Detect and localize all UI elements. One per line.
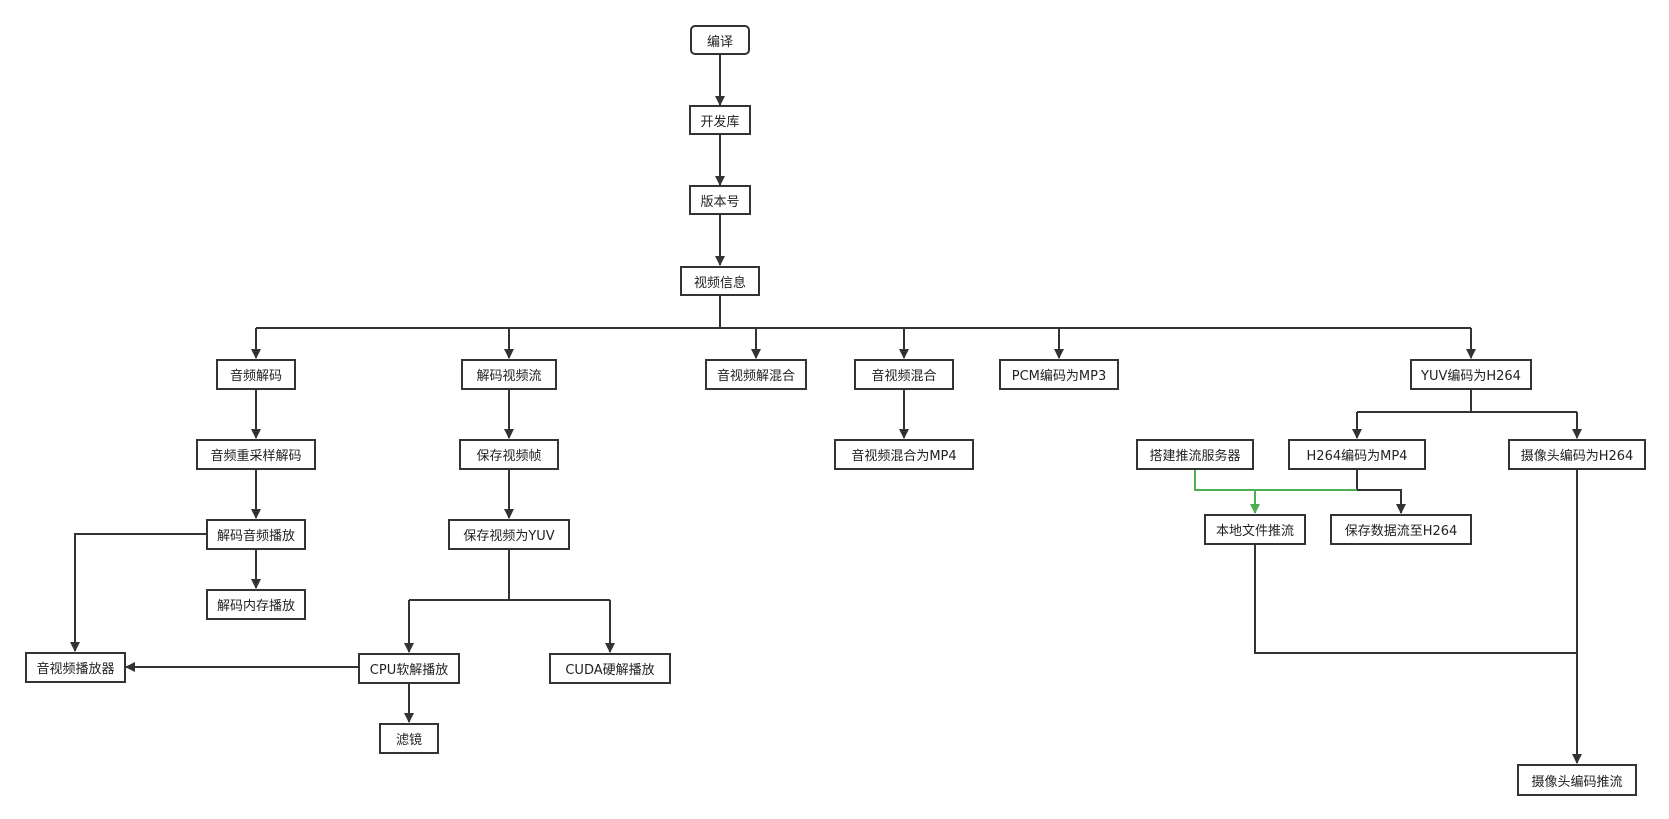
node-cuda-yingjie: CUDA硬解播放 — [549, 653, 671, 684]
node-pcm-mp3: PCM编码为MP3 — [999, 359, 1119, 390]
node-lvjing: 滤镜 — [379, 723, 439, 754]
node-bianyi: 编译 — [690, 25, 750, 55]
node-cpu-ruanjie: CPU软解播放 — [358, 653, 460, 684]
node-yinshipin-hunhe: 音视频混合 — [854, 359, 954, 390]
node-yinpin-chongcaiyang: 音频重采样解码 — [196, 439, 316, 470]
edge-jiemabofang-bofangqi — [70, 533, 207, 652]
node-yinshipin-bofangqi: 音视频播放器 — [25, 652, 126, 683]
edge-dajian-bendi — [1194, 470, 1357, 491]
edge-bendi-merge — [1254, 545, 1577, 654]
node-shexiangtou-h264: 摄像头编码为H264 — [1508, 439, 1646, 470]
edge-h264mp4-baocunshujuliu — [1356, 470, 1406, 514]
node-shipin-xinxi: 视频信息 — [680, 266, 760, 296]
node-banbenhao: 版本号 — [689, 185, 751, 215]
node-hunhe-mp4: 音视频混合为MP4 — [834, 439, 974, 470]
node-baocun-yuv: 保存视频为YUV — [448, 519, 570, 550]
node-dajian-tuiliu: 搭建推流服务器 — [1136, 439, 1254, 470]
node-kaifaku: 开发库 — [689, 105, 751, 135]
node-baocun-shipinzhen: 保存视频帧 — [459, 439, 559, 470]
node-yuv-h264: YUV编码为H264 — [1410, 359, 1532, 390]
node-jiema-neicun: 解码内存播放 — [206, 589, 306, 620]
node-bendi-tuiliu: 本地文件推流 — [1204, 514, 1306, 545]
node-yinpin-jiema: 音频解码 — [216, 359, 296, 390]
node-h264-mp4: H264编码为MP4 — [1288, 439, 1426, 470]
node-baocun-shujuliu: 保存数据流至H264 — [1330, 514, 1472, 545]
node-jiema-yinpin-bofang: 解码音频播放 — [206, 519, 306, 550]
node-shexiangtou-tuiliu: 摄像头编码推流 — [1517, 764, 1637, 796]
node-yinshipin-jie-hunhe: 音视频解混合 — [705, 359, 807, 390]
node-jiema-shipinliu: 解码视频流 — [461, 359, 557, 390]
